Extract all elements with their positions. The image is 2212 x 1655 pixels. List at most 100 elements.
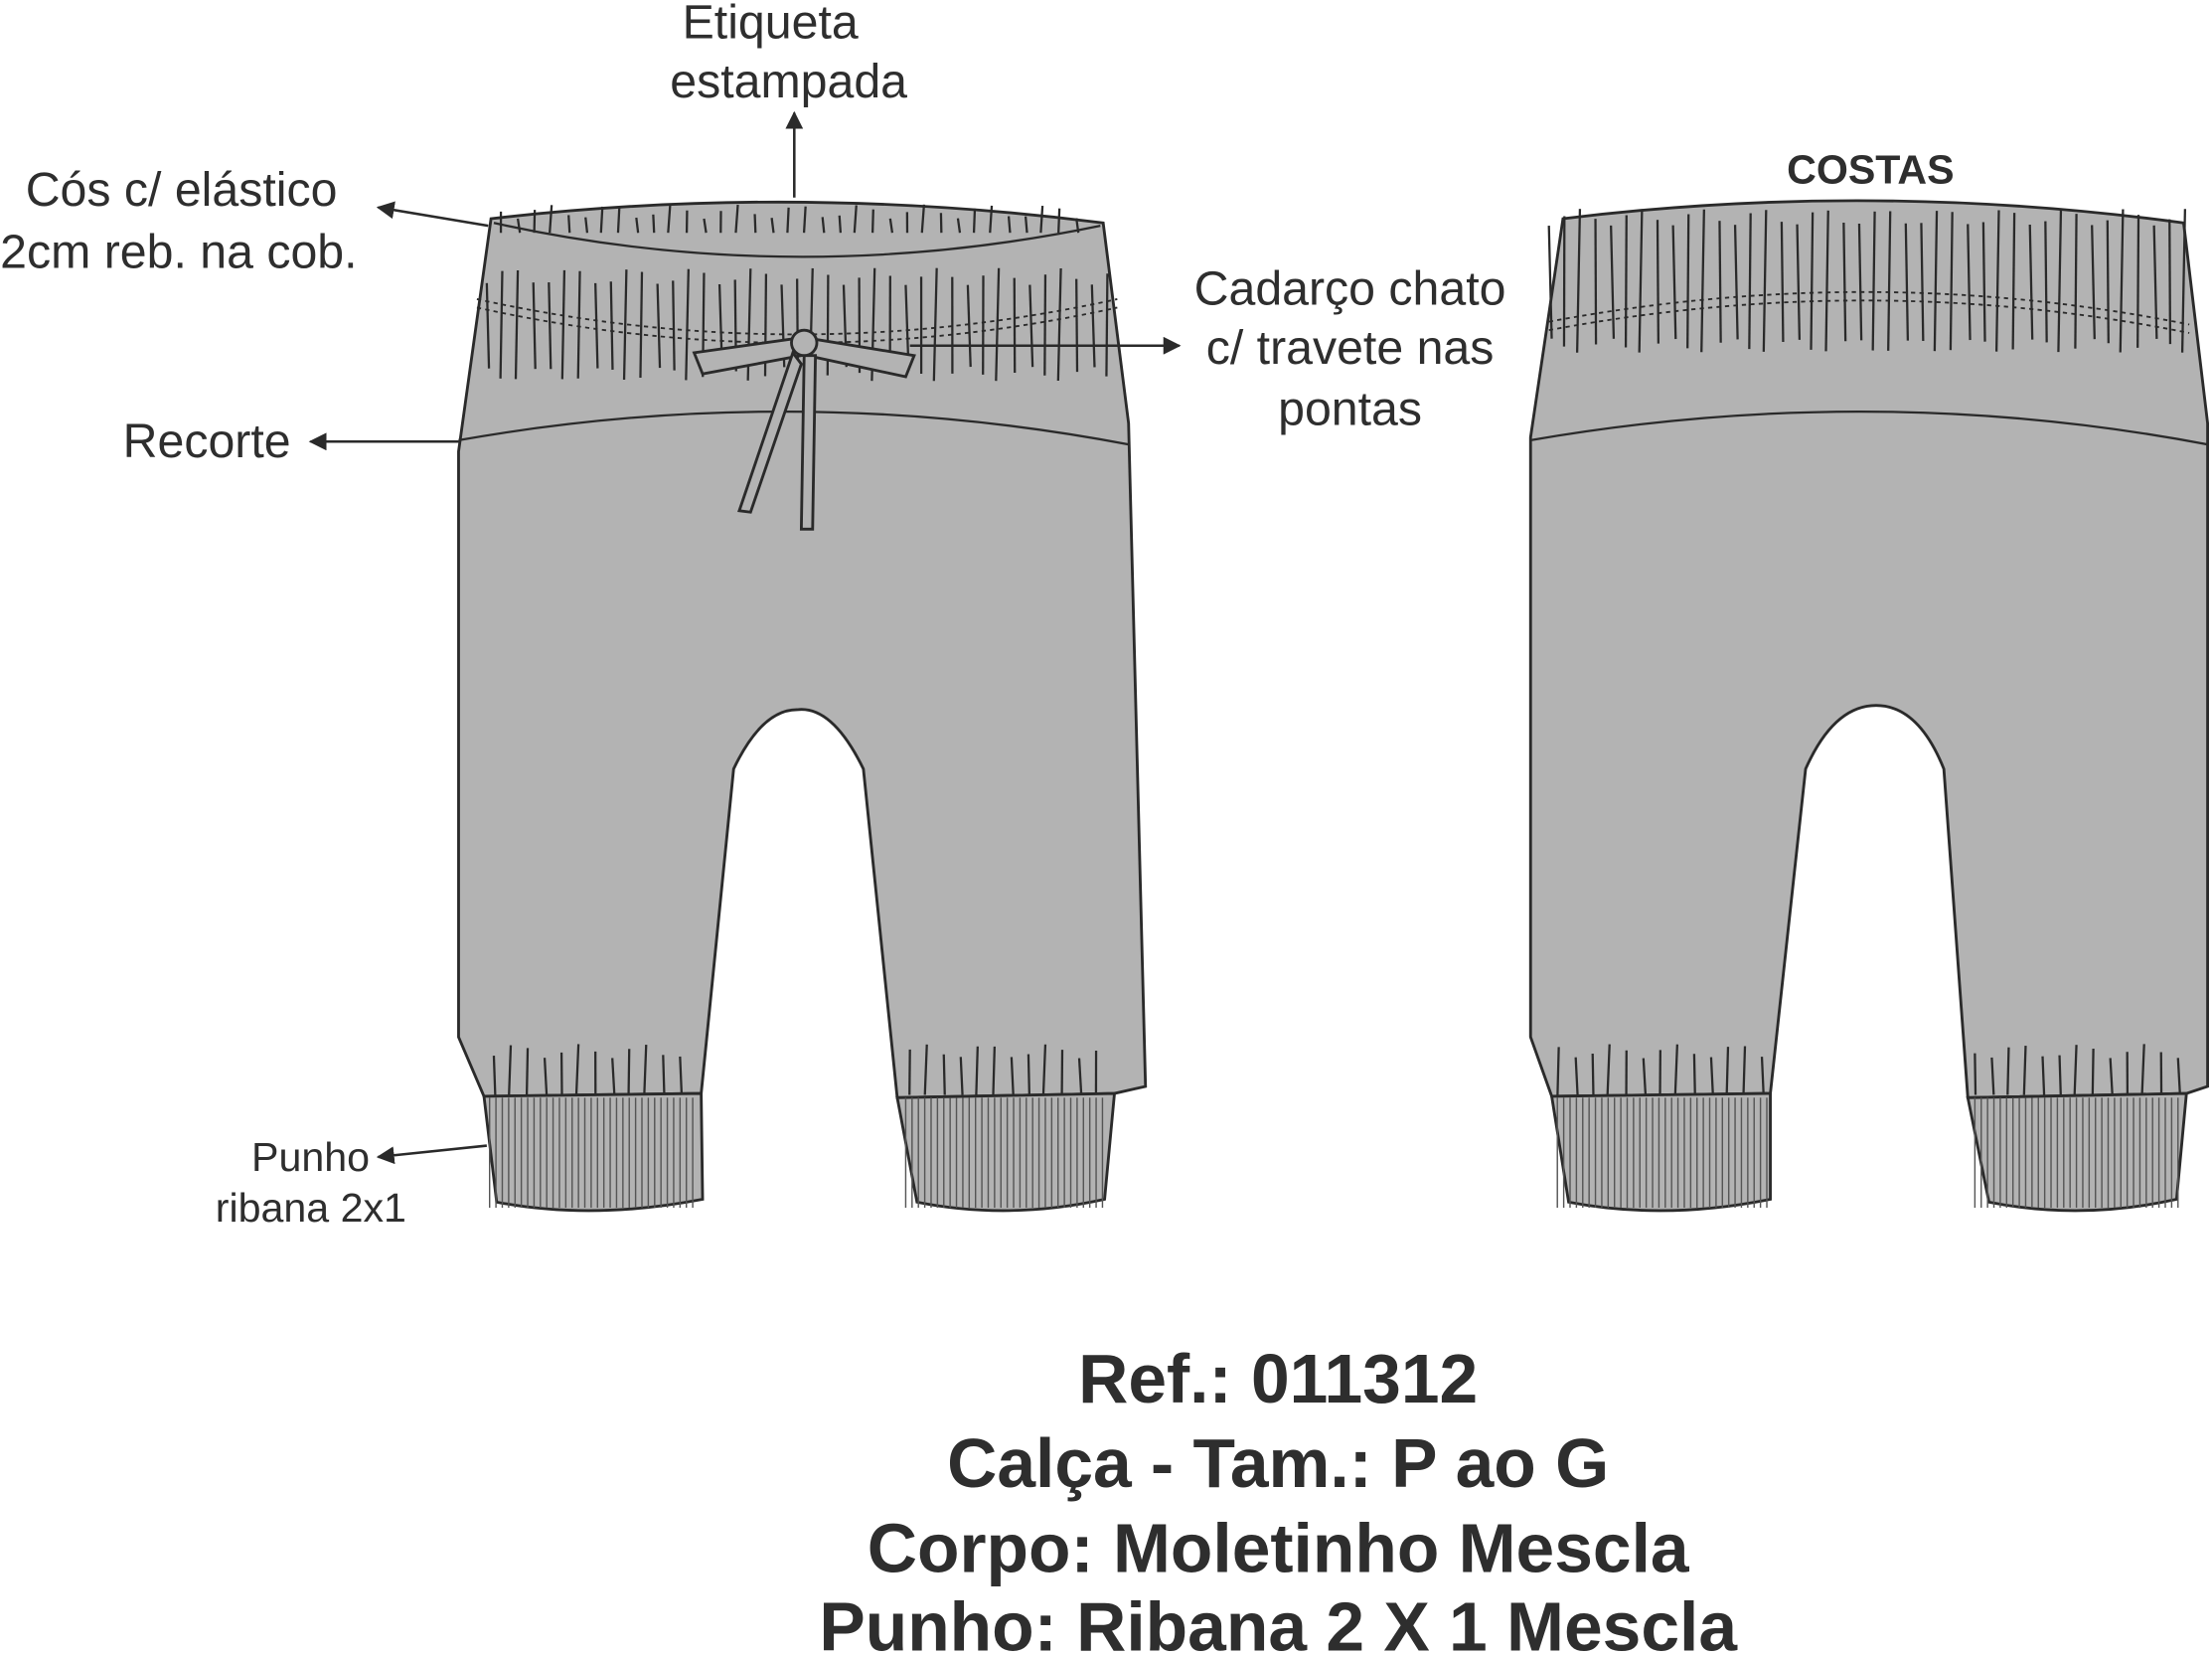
texture-line <box>1105 273 1109 377</box>
texture-line <box>584 217 589 234</box>
label-cos-1: Cós c/ elástico <box>26 163 338 217</box>
texture-line <box>492 1056 497 1095</box>
texture-line <box>2091 1048 2095 1095</box>
back-left-cuff <box>1549 1091 1772 1213</box>
texture-line <box>2091 225 2096 340</box>
texture-line <box>888 218 894 234</box>
texture-line <box>734 204 739 234</box>
texture-line <box>959 1057 964 1095</box>
texture-line <box>1824 210 1829 352</box>
texture-line <box>853 205 858 234</box>
texture-line <box>2073 1045 2078 1095</box>
texture-line <box>516 218 522 234</box>
texture-line <box>639 271 644 379</box>
texture-line <box>567 215 571 234</box>
texture-line <box>1700 209 1705 353</box>
texture-line <box>1981 222 1986 342</box>
label-cadarco-2: c/ travete nas <box>1206 321 1495 375</box>
texture-line <box>1638 209 1644 353</box>
texture-line <box>1028 284 1034 368</box>
texture-line <box>1547 226 1553 339</box>
texture-line <box>652 214 656 234</box>
texture-line <box>1733 225 1739 340</box>
texture-line <box>703 218 708 234</box>
texture-line <box>533 210 537 234</box>
texture-line <box>532 282 537 370</box>
texture-line <box>576 270 581 379</box>
front-view <box>457 200 1148 1213</box>
texture-line <box>2119 209 2125 353</box>
texture-line <box>1762 210 1768 352</box>
texture-line <box>1075 278 1079 373</box>
texture-line <box>1796 224 1802 340</box>
texture-line <box>1027 1054 1030 1095</box>
texture-line <box>1810 212 1815 350</box>
texture-line <box>594 282 599 369</box>
texture-line <box>1039 206 1044 234</box>
punho-arrow <box>376 1144 487 1165</box>
texture-line <box>1624 215 1628 348</box>
front-waist-inner-edge <box>493 222 1101 258</box>
texture-line <box>627 1049 631 1095</box>
texture-line <box>1990 1057 1995 1095</box>
texture-line <box>1949 212 1954 351</box>
texture-line <box>956 218 962 234</box>
drawstring-bow <box>692 328 916 531</box>
spec-cuff: Punho: Ribana 2 X 1 Mescla <box>819 1588 1738 1655</box>
texture-line <box>1642 1058 1648 1095</box>
texture-line <box>635 217 640 234</box>
texture-line <box>1994 210 2000 352</box>
texture-line <box>2140 1044 2145 1095</box>
waist-gathers <box>1547 209 2187 1095</box>
label-cadarco-3: pontas <box>1278 382 1422 435</box>
cos-arrow <box>376 201 489 228</box>
texture-line <box>1610 225 1616 339</box>
texture-line <box>1760 1057 1765 1095</box>
texture-line <box>2011 213 2016 350</box>
texture-line <box>1007 216 1012 234</box>
texture-line <box>1090 284 1096 368</box>
texture-line <box>838 215 843 234</box>
texture-line <box>1056 267 1062 382</box>
texture-line <box>622 269 628 381</box>
texture-line <box>995 267 1001 382</box>
texture-line <box>1656 220 1660 344</box>
texture-line <box>514 269 520 380</box>
label-etiqueta-2: estampada <box>670 55 907 108</box>
texture-line <box>1043 274 1047 376</box>
texture-line <box>2168 219 2172 345</box>
front-recorte-seam <box>458 410 1129 446</box>
back-right-cuff <box>1966 1091 2188 1213</box>
texture-line <box>679 1056 684 1095</box>
texture-line <box>485 282 491 369</box>
texture-line <box>1857 224 1863 341</box>
texture-line <box>2180 209 2187 353</box>
label-recorte: Recorte <box>123 414 291 468</box>
texture-line <box>1842 222 1847 342</box>
texture-line <box>821 217 826 234</box>
back-view <box>1528 199 2209 1213</box>
texture-line <box>920 204 926 234</box>
texture-line <box>1692 1054 1696 1095</box>
texture-line <box>966 284 972 368</box>
texture-line <box>525 1048 530 1095</box>
texture-line <box>2006 1047 2010 1095</box>
texture-line <box>972 208 977 234</box>
texture-line <box>1057 208 1061 234</box>
texture-line <box>1671 225 1677 340</box>
texture-line <box>499 270 504 379</box>
texture-line <box>1725 1047 1730 1095</box>
texture-line <box>574 1044 580 1095</box>
texture-line <box>802 206 807 234</box>
texture-line <box>932 267 938 382</box>
texture-line <box>2176 1058 2181 1095</box>
texture-line <box>609 281 614 370</box>
texture-line <box>1574 1057 1579 1095</box>
texture-line <box>611 1058 616 1095</box>
texture-line <box>1904 223 1910 341</box>
texture-line <box>616 207 621 234</box>
texture-line <box>786 207 790 234</box>
texture-line <box>656 283 662 369</box>
back-recorte-seam <box>1530 410 2208 446</box>
label-punho-2: ribana 2x1 <box>216 1185 406 1231</box>
